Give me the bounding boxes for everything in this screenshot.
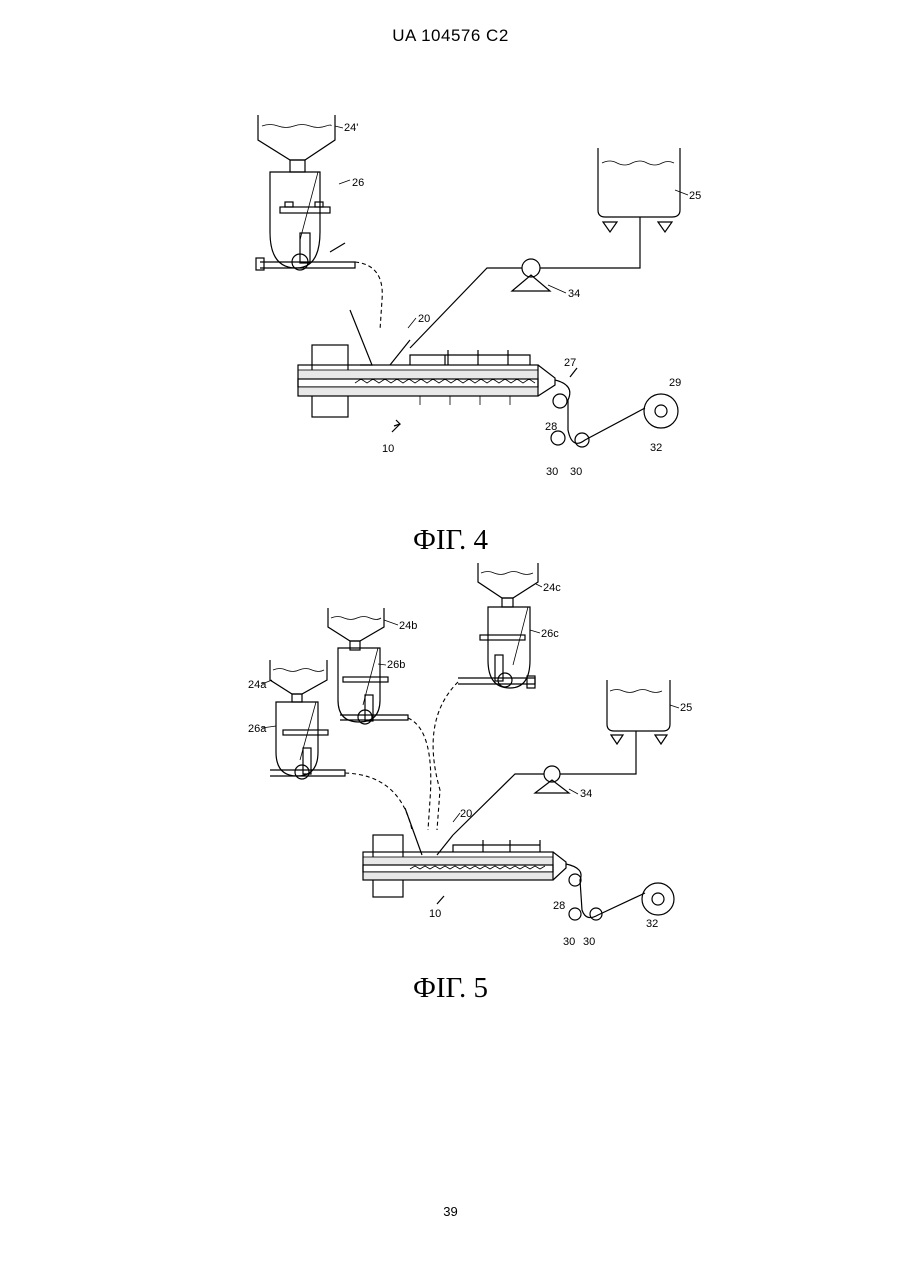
label-30-left-fig5: 30: [563, 936, 575, 948]
feeder-26: [256, 172, 355, 270]
label-24a: 24a: [248, 679, 267, 691]
film-rollers-fig5: [566, 864, 674, 920]
feed-path-dashed: [355, 262, 382, 330]
label-34-fig5: 34: [580, 788, 592, 800]
label-26: 26: [352, 177, 364, 189]
label-25: 25: [689, 190, 701, 202]
figure-4-caption: ФІГ. 4: [0, 524, 901, 557]
label-24c: 24c: [543, 582, 561, 594]
tank-25: [598, 148, 680, 232]
extruder-10-fig5: [363, 808, 566, 904]
label-30-right: 30: [570, 466, 582, 478]
page-number: 39: [0, 1204, 901, 1219]
label-26c: 26c: [541, 628, 559, 640]
label-30-right-fig5: 30: [583, 936, 595, 948]
label-25-fig5: 25: [680, 702, 692, 714]
label-27: 27: [564, 357, 576, 369]
label-32: 32: [650, 442, 662, 454]
label-28-fig5: 28: [553, 900, 565, 912]
tank-25-fig5: [607, 680, 670, 744]
feed-path-c: [433, 682, 458, 830]
label-32-fig5: 32: [646, 918, 658, 930]
label-24b: 24b: [399, 620, 417, 632]
label-10-fig5: 10: [429, 908, 441, 920]
pump-34-fig5: [453, 731, 636, 835]
hopper-24b: [328, 608, 384, 650]
hopper-24-prime: [258, 115, 335, 172]
label-30-left: 30: [546, 466, 558, 478]
label-28: 28: [545, 421, 557, 433]
feed-path-a: [345, 773, 412, 830]
extruder-10: [298, 310, 555, 432]
pump-34: [410, 217, 640, 348]
film-rollers: [551, 368, 678, 447]
feed-path-b: [408, 718, 431, 830]
label-24-prime: 24': [344, 122, 358, 134]
figure-5-drawing: 24c 26c 24b 26b 24a 26a 25 34 20 10 28 3…: [0, 555, 901, 965]
label-20-fig5: 20: [460, 808, 472, 820]
document-number-header: UA 104576 C2: [0, 26, 901, 46]
label-20: 20: [418, 313, 430, 325]
figure-4-drawing: 24' 26 25 34 20 27 29 28 30 30 32 10: [0, 100, 901, 500]
label-26a: 26a: [248, 723, 267, 735]
label-29: 29: [669, 377, 681, 389]
label-34: 34: [568, 288, 580, 300]
hopper-24a: [270, 660, 327, 702]
feeder-26c: [458, 607, 535, 688]
label-26b: 26b: [387, 659, 405, 671]
hopper-24c: [478, 563, 538, 607]
feeder-26a: [270, 702, 345, 779]
label-10: 10: [382, 443, 394, 455]
figure-5-caption: ФІГ. 5: [0, 972, 901, 1005]
